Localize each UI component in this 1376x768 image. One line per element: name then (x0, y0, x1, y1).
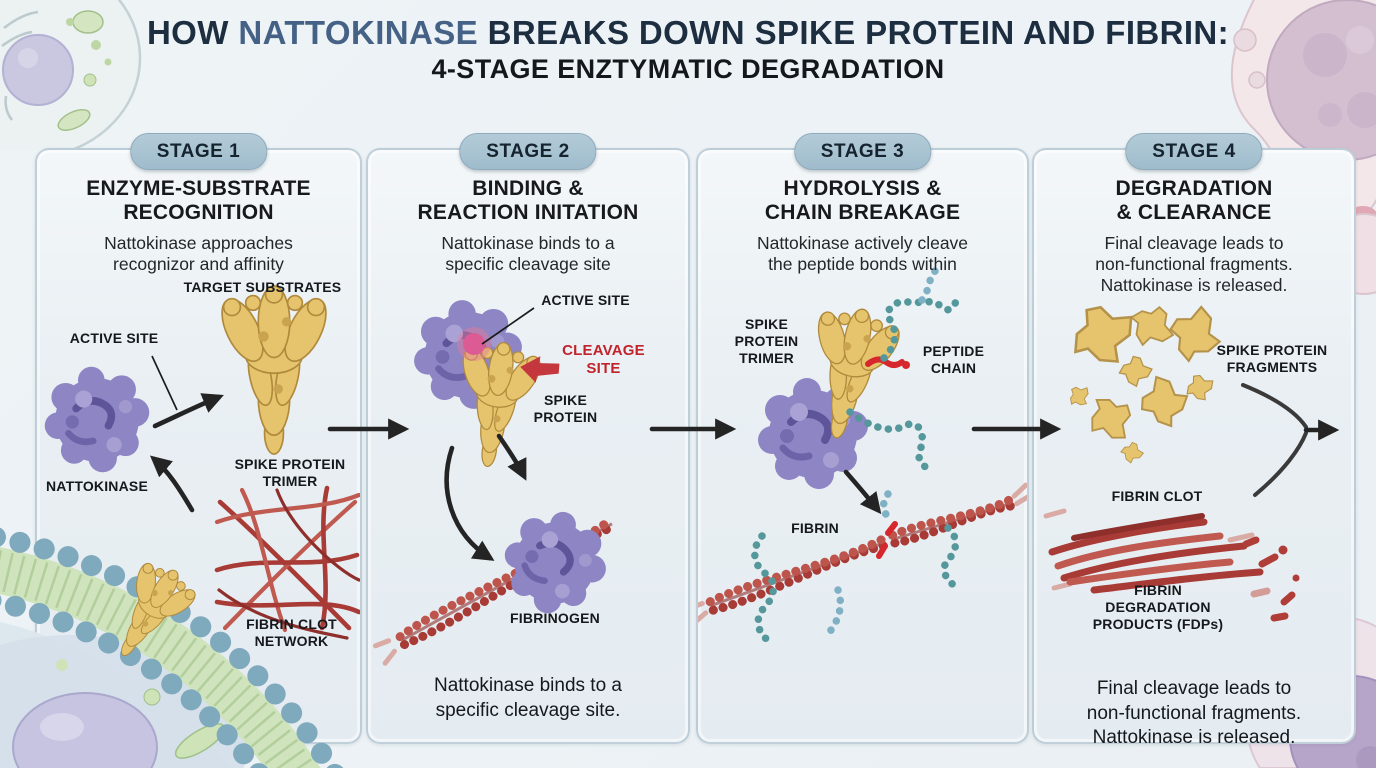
stage1-badge: STAGE 1 (129, 133, 268, 170)
stage2-panel: STAGE 2 BINDING & REACTION INITATION Nat… (366, 133, 690, 744)
stage3-subheading: Nattokinase actively cleave the peptide … (756, 232, 969, 275)
stage4-panel: STAGE 4 DEGRADATION & CLEARANCE Final cl… (1032, 133, 1356, 748)
stage3-panel: STAGE 3 HYDROLYSIS & CHAIN BREAKAGE Natt… (696, 133, 1029, 744)
stage4-subheading: Final cleavage leads to non-functional f… (1095, 232, 1293, 296)
stage4-caption: Final cleavage leads to non-functional f… (1086, 678, 1302, 749)
title-prefix: HOW (146, 14, 239, 51)
title-suffix: BREAKS DOWN SPIKE PROTEIN AND FIBRIN: (478, 14, 1230, 51)
stage2-caption: Nattokinase binds to a specific cleavage… (433, 675, 622, 721)
target-substrates-label: TARGET SUBSTRATES (183, 279, 342, 295)
peptide-chain-label: PEPTIDE CHAIN (922, 343, 985, 376)
stage2-badge: STAGE 2 (459, 133, 597, 170)
stage3-illustration (698, 266, 1027, 644)
fibrinogen-label: FIBRINOGEN (510, 610, 600, 626)
active-site-label: ACTIVE SITE (69, 330, 159, 346)
spike-fragments-label: SPIKE PROTEIN FRAGMENTS (1216, 342, 1328, 375)
fibrin-network-label: FIBRIN CLOT NETWORK (246, 616, 337, 649)
fibrin-label: FIBRIN (791, 520, 839, 536)
fibrin-clot-label: FIBRIN CLOT (1111, 488, 1203, 504)
spike-trimer-label: SPIKE PROTEIN TRIMER (234, 456, 346, 489)
stage1-subheading: Nattokinase approaches recognizor and af… (104, 232, 293, 275)
nattokinase-label: NATTOKINASE (45, 478, 149, 494)
title-highlight: NATTOKINASE (238, 14, 479, 51)
stage2-subheading: Nattokinase binds to a specific cleavage… (441, 232, 615, 275)
page-title: HOW NATTOKINASE BREAKS DOWN SPIKE PROTEI… (0, 14, 1376, 52)
spike-trimer-label: SPIKE PROTEIN TRIMER (734, 316, 799, 366)
stage1-panel: STAGE 1 ENZYME-SUBSTRATE RECOGNITION Nat… (35, 133, 362, 744)
page-subtitle: 4-STAGE ENZTYMATIC DEGRADATION (431, 53, 945, 84)
stage2-heading: BINDING & REACTION INITATION (417, 177, 639, 225)
stage4-badge: STAGE 4 (1125, 133, 1263, 170)
cleavage-site-label: CLEAVAGE SITE (562, 342, 645, 377)
page-header: HOW NATTOKINASE BREAKS DOWN SPIKE PROTEI… (0, 14, 1376, 85)
stage3-heading: HYDROLYSIS & CHAIN BREAKAGE (764, 177, 961, 225)
active-site-label: ACTIVE SITE (541, 292, 630, 308)
fdps-label: FIBRIN DEGRADATION PRODUCTS (FDPs) (1092, 582, 1224, 632)
spike-protein-label: SPIKE PROTEIN (533, 392, 598, 425)
stage4-heading: DEGRADATION & CLEARANCE (1115, 177, 1273, 225)
stage1-heading: ENZYME-SUBSTRATE RECOGNITION (86, 177, 311, 225)
stage2-illustration (372, 150, 688, 666)
stage3-badge: STAGE 3 (793, 133, 932, 170)
